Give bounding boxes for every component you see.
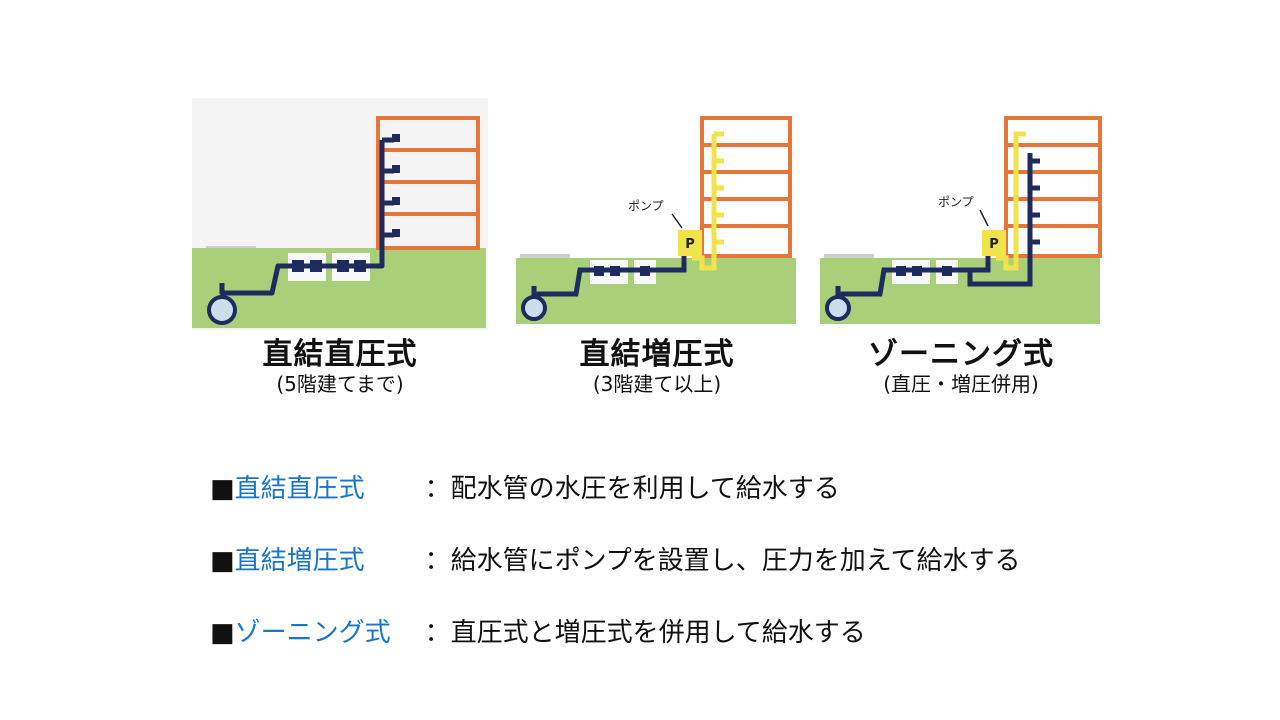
- water-main-icon: [207, 295, 237, 325]
- faucets: [392, 134, 400, 237]
- description-direct: ■ 直結直圧式 ：配水管の水圧を利用して給水する: [210, 468, 840, 505]
- description-zoning: ■ ゾーニング式 ：直圧式と増圧式を併用して給水する: [210, 612, 866, 649]
- bullet-square: ■: [210, 618, 235, 648]
- building: [1004, 116, 1102, 258]
- pump-symbol: P: [685, 237, 695, 252]
- water-pipe: [531, 244, 687, 297]
- bullet-square: ■: [210, 474, 235, 504]
- water-main-icon: [521, 295, 547, 321]
- panel-subtitle: (3階建て以上): [592, 372, 722, 396]
- boosted-pipe: [996, 131, 1026, 271]
- boosted-pipe: [692, 134, 717, 271]
- panel-title: 直結増圧式: [579, 337, 735, 372]
- definition: ：配水管の水圧を利用して給水する: [424, 474, 840, 504]
- bullet-square: ■: [210, 546, 235, 576]
- valves: [594, 266, 650, 276]
- valves: [896, 266, 952, 276]
- diagram-zoning: P ポンプ: [820, 98, 1102, 330]
- pump-symbol: P: [989, 237, 999, 252]
- pump-box: [678, 230, 702, 256]
- building: [376, 116, 480, 250]
- term: 直結直圧式: [234, 474, 365, 504]
- building: [700, 116, 792, 258]
- valves: [292, 260, 366, 272]
- panel-subtitle: (直圧・増圧併用): [883, 372, 1039, 396]
- panel-title: 直結直圧式: [262, 337, 418, 372]
- pump-label: ポンプ: [628, 199, 664, 213]
- diagram-direct-pressure: [192, 98, 488, 330]
- panel-subtitle: (5階建てまで): [276, 372, 404, 396]
- water-main-icon: [825, 295, 851, 321]
- term: 直結増圧式: [234, 546, 365, 576]
- pump-box: [982, 230, 1006, 256]
- pump-label: ポンプ: [938, 195, 974, 209]
- definition: ：直圧式と増圧式を併用して給水する: [424, 618, 866, 648]
- term: ゾーニング式: [234, 618, 391, 648]
- diagram-booster-pump: P ポンプ: [516, 98, 798, 330]
- definition: ：給水管にポンプを設置し、圧力を加えて給水する: [424, 546, 1021, 576]
- description-booster: ■ 直結増圧式 ：給水管にポンプを設置し、圧力を加えて給水する: [210, 540, 1021, 577]
- panel-title: ゾーニング式: [868, 337, 1054, 372]
